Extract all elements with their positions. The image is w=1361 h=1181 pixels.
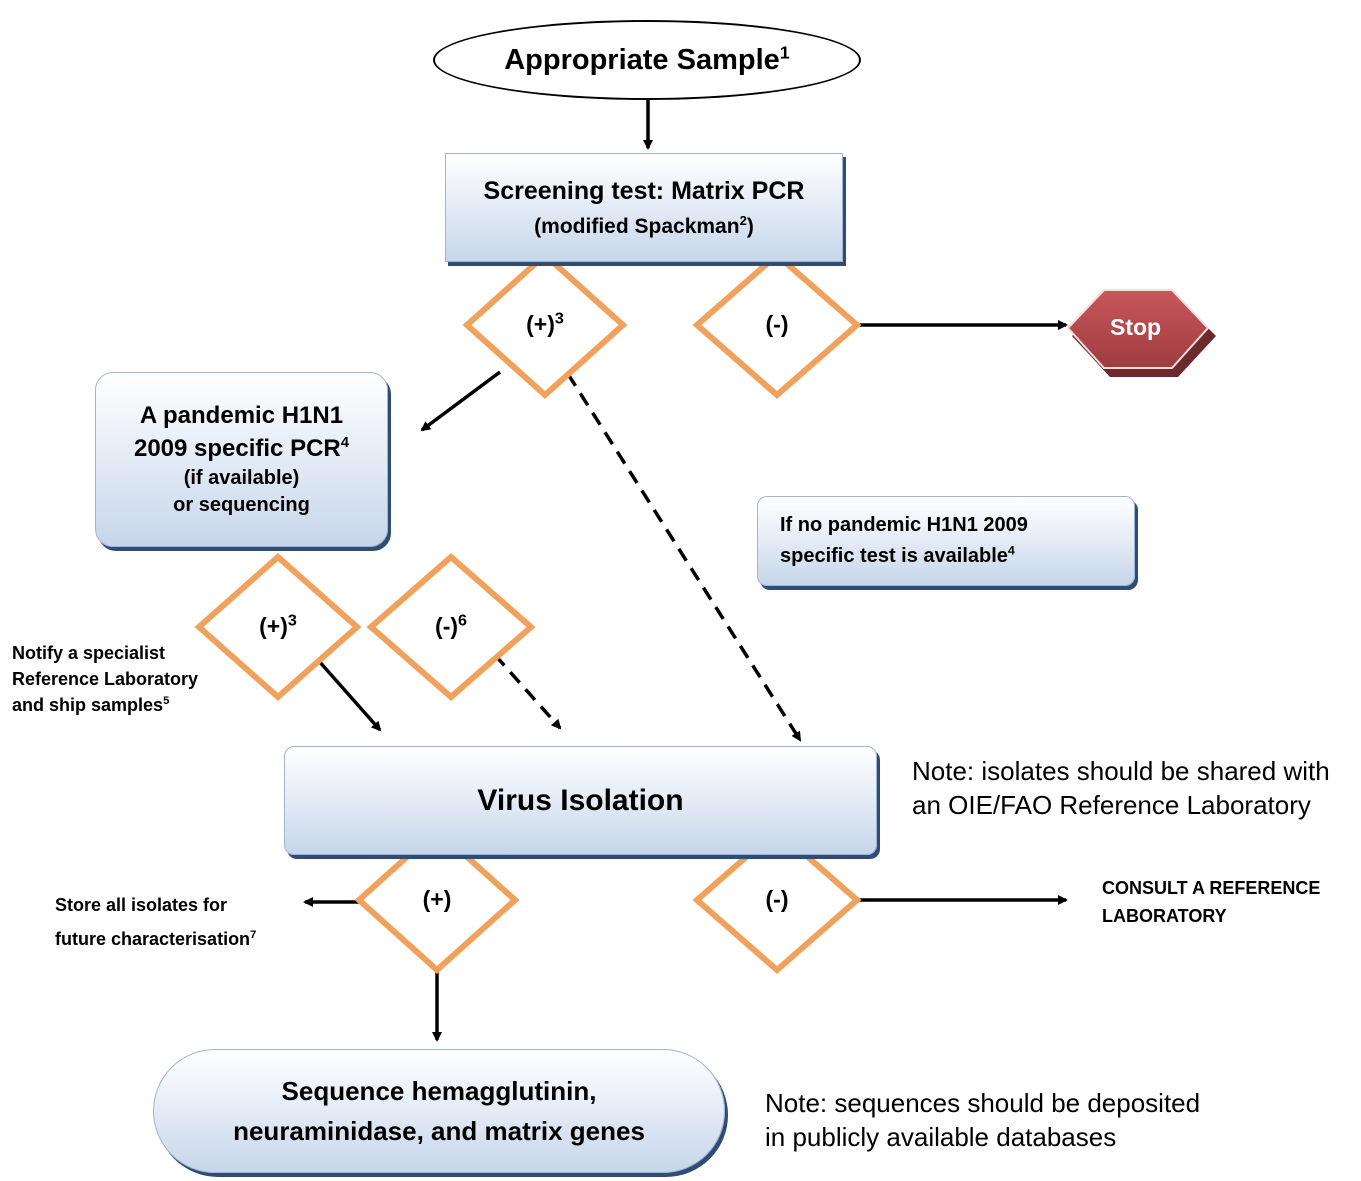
iso-neg-label: (-) (765, 886, 789, 912)
start-appropriate-sample: Appropriate Sample1 (433, 20, 861, 100)
arrow-pos-to-isolation-dashed (566, 373, 802, 742)
specific-neg-label: (-)6 (435, 611, 467, 639)
arrow-specific-neg-to-isolation-dashed (493, 653, 562, 730)
decision-diamond-iso-pos (354, 825, 520, 975)
notify-reference-lab-text: Notify a specialist Reference Laboratory… (12, 643, 199, 716)
decision-diamond-screen-neg (692, 251, 862, 399)
sequence-line1: Sequence hemagglutinin, (281, 1075, 597, 1106)
virus-isolation-box: Virus Isolation (284, 746, 877, 855)
pandemic-line4: or sequencing (173, 493, 310, 516)
store-isolates-text: Store all isolates for future characteri… (55, 895, 257, 950)
consult-reference-lab-text: CONSULT A REFERENCE LABORATORY (1102, 878, 1321, 926)
screen-neg-label: (-) (765, 311, 789, 337)
screening-line1: Screening test: Matrix PCR (483, 177, 805, 205)
decision-diamond-screen-pos (462, 250, 628, 400)
no-test-line1: If no pandemic H1N1 2009 (780, 514, 1028, 536)
no-test-line2: specific test is available4 (780, 543, 1015, 567)
arrow-specific-pos-to-isolation (316, 658, 382, 732)
specific-pos-label: (+)3 (259, 611, 297, 639)
decision-diamond-specific-neg (366, 553, 536, 701)
screening-test-box: Screening test: Matrix PCR (modified Spa… (445, 153, 843, 262)
pandemic-line2: 2009 specific PCR4 (133, 434, 350, 462)
no-specific-test-box: If no pandemic H1N1 2009 specific test i… (757, 496, 1135, 586)
screen-pos-label: (+)3 (526, 309, 564, 337)
arrow-pos-to-pandemic (420, 370, 502, 432)
note-isolates-shared: Note: isolates should be shared with an … (912, 756, 1330, 820)
pandemic-line3: (if available) (183, 466, 300, 489)
sequence-line2: neuraminidase, and matrix genes (233, 1116, 645, 1146)
decision-diamond-iso-neg (692, 826, 862, 974)
decision-diamond-specific-pos (194, 552, 362, 702)
virus-isolation-label: Virus Isolation (477, 783, 684, 817)
stop-label: Stop (1110, 314, 1162, 340)
screening-line2: (modified Spackman2) (534, 212, 754, 238)
pandemic-pcr-box: A pandemic H1N1 2009 specific PCR4 (if a… (95, 372, 388, 547)
start-sup: 1 (779, 41, 790, 62)
pandemic-line1: A pandemic H1N1 (139, 402, 344, 430)
start-text: Appropriate Sample (504, 43, 780, 76)
iso-pos-label: (+) (422, 886, 452, 912)
stop-octagon (1066, 289, 1210, 369)
sequence-genes-box: Sequence hemagglutinin, neuraminidase, a… (153, 1049, 725, 1173)
note-sequences-deposited: Note: sequences should be deposited in p… (765, 1088, 1201, 1152)
